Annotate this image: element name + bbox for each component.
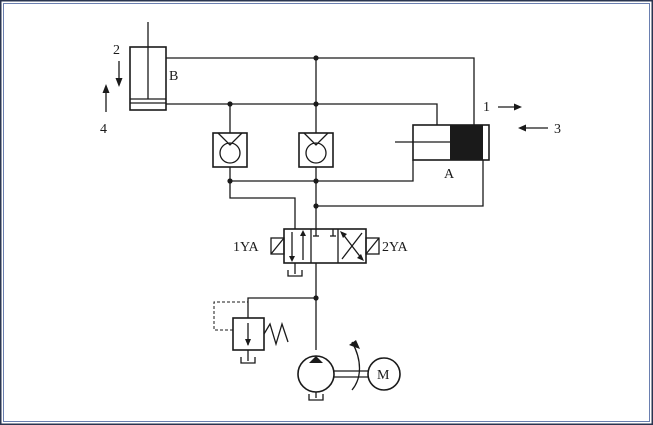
- arrow-down-icon: [115, 61, 123, 87]
- electric-motor: [367, 357, 401, 391]
- pipe-to-valve-left: [229, 181, 296, 229]
- cylinder-b: [129, 22, 167, 111]
- pipe-check-to-a: [230, 160, 414, 182]
- cylinder-b-label: B: [169, 69, 178, 84]
- pipe-relief: [247, 297, 316, 318]
- marker-2: 2: [113, 43, 120, 58]
- arrow-left-icon: [518, 124, 548, 132]
- cylinder-a-label: A: [444, 167, 455, 182]
- marker-4: 4: [100, 122, 107, 137]
- tank-icon: [240, 357, 256, 364]
- junction-dots: [227, 55, 319, 301]
- check-valve-left: [212, 132, 248, 168]
- pump: [297, 355, 335, 401]
- marker-1: 1: [483, 100, 490, 115]
- marker-3: 3: [554, 122, 561, 137]
- check-valve-right: [298, 132, 334, 168]
- arrow-right-icon: [498, 103, 522, 111]
- inner-frame: [3, 3, 650, 422]
- solenoid-1ya-label: 1YA: [233, 240, 260, 255]
- spring-icon: [263, 321, 289, 347]
- motor-shaft: [334, 340, 368, 391]
- pipe-a-return: [316, 160, 484, 207]
- arrow-up-icon: [102, 84, 110, 112]
- directional-valve: [270, 228, 380, 277]
- cylinder-a: [395, 124, 490, 161]
- rotation-arrow-icon: [351, 341, 361, 391]
- motor-label: M: [377, 368, 390, 383]
- relief-valve: [213, 301, 289, 364]
- pipe-top: [166, 57, 475, 125]
- pipe-b-to-a: [166, 103, 438, 125]
- cylinder-a-piston-block: [450, 125, 483, 160]
- solenoid-2ya-label: 2YA: [382, 240, 409, 255]
- pipe-network: [166, 57, 484, 350]
